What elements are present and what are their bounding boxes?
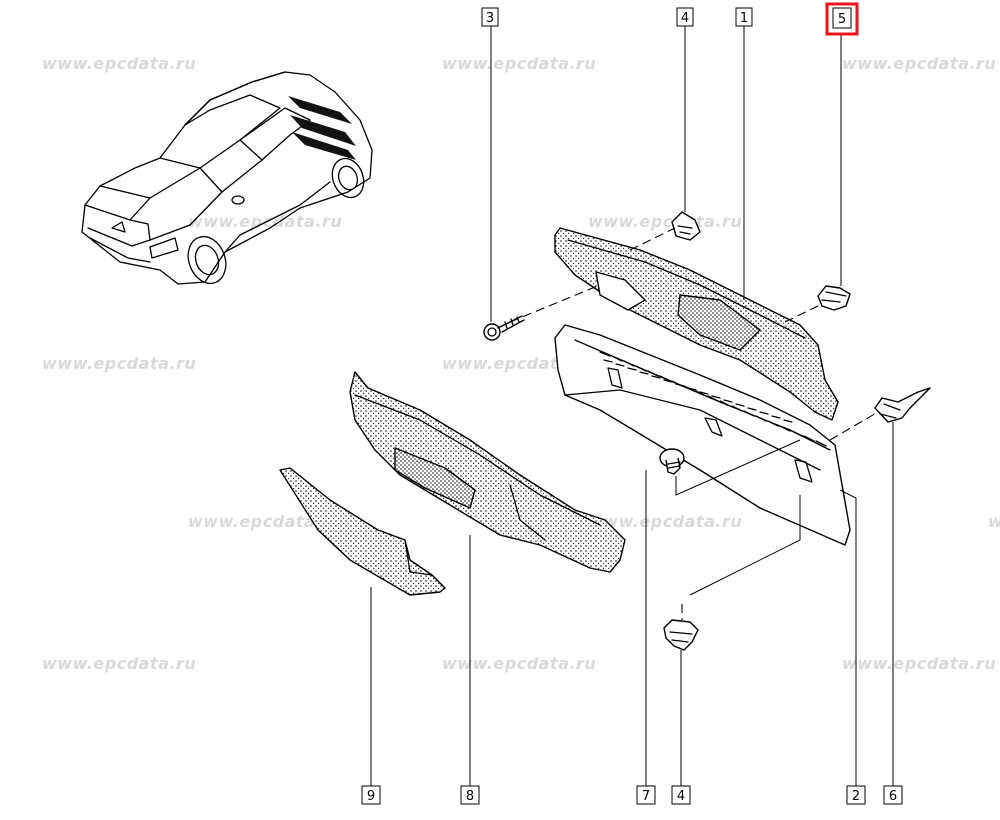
clip-4-lower-icon[interactable] [663,619,699,651]
assembly-lines [509,227,879,620]
callout-6[interactable]: 6 [883,785,903,805]
vent-slats [599,351,827,447]
watermark: www.epcdata.ru [188,212,342,231]
watermark: www.epcdata.ru [42,354,196,373]
watermark: www.epcdata.ru [42,654,196,673]
callout-3[interactable]: 3 [481,7,499,27]
watermark: www.epcdata.ru [442,654,596,673]
watermark: www.epcdata.ru [588,212,742,231]
watermark: www.epcdata.ru [988,512,1000,531]
watermark: www.epcdata.ru [188,512,342,531]
callout-label: 6 [889,789,897,804]
leader-lines [370,26,894,786]
callout-label: 1 [740,11,748,26]
clip-5-icon[interactable] [817,285,851,311]
clip-6-icon[interactable] [874,387,931,423]
watermark: www.epcdata.ru [842,654,996,673]
callout-label: 4 [681,11,689,26]
car-location-illustration [81,71,373,285]
bolt-7-icon[interactable] [659,448,685,475]
watermark: www.epcdata.ru [588,512,742,531]
clip-4-upper-icon[interactable] [671,211,701,241]
watermark: www.epcdata.ru [42,54,196,73]
callout-5-highlighted[interactable]: 5 [825,2,859,36]
part-9-floor-piece[interactable] [279,467,446,596]
callout-label: 2 [852,789,860,804]
callout-2[interactable]: 2 [846,785,866,805]
part-8-side-trim[interactable] [349,371,626,573]
callout-label: 8 [466,789,474,804]
callout-label: 9 [367,789,375,804]
callout-8[interactable]: 8 [460,785,480,805]
callout-4-bottom[interactable]: 4 [671,785,691,805]
part-2-lower-trim[interactable] [554,324,851,546]
callout-label: 5 [838,12,846,27]
callout-label: 3 [486,11,494,26]
watermark: www.epcdata.ru [442,54,596,73]
callout-1[interactable]: 1 [735,7,753,27]
part-1-upper-trim-panel[interactable] [554,227,839,421]
callout-4-top[interactable]: 4 [676,7,694,27]
callout-9[interactable]: 9 [361,785,381,805]
callout-label: 4 [677,789,685,804]
callout-label: 7 [642,789,650,804]
watermark-layer: www.epcdata.ru www.epcdata.ru www.epcdat… [42,54,1000,673]
highlighted-area [288,96,352,124]
callout-7[interactable]: 7 [636,785,656,805]
watermark: www.epcdata.ru [842,54,996,73]
screw-icon[interactable] [483,315,525,341]
